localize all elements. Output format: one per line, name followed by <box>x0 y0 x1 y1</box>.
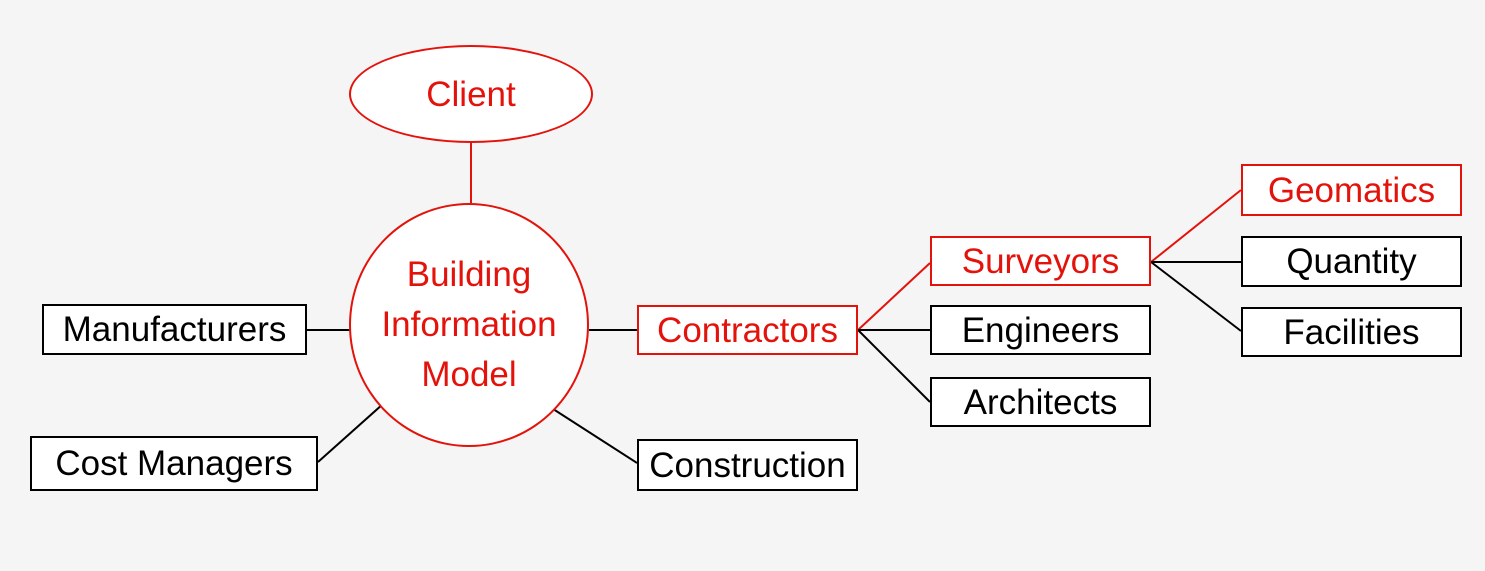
manufacturers-node: Manufacturers <box>42 304 307 355</box>
cost-managers-node: Cost Managers <box>30 436 318 491</box>
client-node: Client <box>349 45 593 143</box>
surveyors-label: Surveyors <box>961 241 1120 281</box>
surveyors-node: Surveyors <box>930 236 1151 286</box>
client-label: Client <box>426 74 516 114</box>
geomatics-label: Geomatics <box>1267 170 1436 210</box>
engineers-node: Engineers <box>930 305 1151 355</box>
construction-label: Construction <box>649 445 846 485</box>
architects-label: Architects <box>963 382 1118 422</box>
architects-node: Architects <box>930 377 1151 427</box>
cost-managers-label: Cost Managers <box>55 444 293 483</box>
construction-node: Construction <box>637 439 858 491</box>
bim-label-line-3: Model <box>421 355 517 394</box>
facilities-label: Facilities <box>1283 312 1420 352</box>
edge-bim-to-construction <box>549 406 638 464</box>
engineers-label: Engineers <box>961 310 1120 350</box>
edge-bim-to-cost-managers <box>317 403 384 463</box>
edge-contractors-to-surveyors <box>857 262 931 331</box>
contractors-node: Contractors <box>637 305 858 355</box>
facilities-node: Facilities <box>1241 307 1462 357</box>
bim-node: Building Information Model <box>349 203 589 447</box>
geomatics-node: Geomatics <box>1241 164 1462 216</box>
bim-label-line-1: Building <box>406 255 532 294</box>
edge-contractors-to-architects <box>857 329 931 403</box>
bim-label-line-2: Information <box>381 305 557 344</box>
contractors-label: Contractors <box>657 310 838 350</box>
quantity-label: Quantity <box>1286 242 1417 281</box>
quantity-node: Quantity <box>1241 236 1462 287</box>
edge-surveyors-to-facilities <box>1150 261 1242 332</box>
edge-surveyors-to-geomatics <box>1150 189 1242 263</box>
manufacturers-label: Manufacturers <box>62 310 287 349</box>
